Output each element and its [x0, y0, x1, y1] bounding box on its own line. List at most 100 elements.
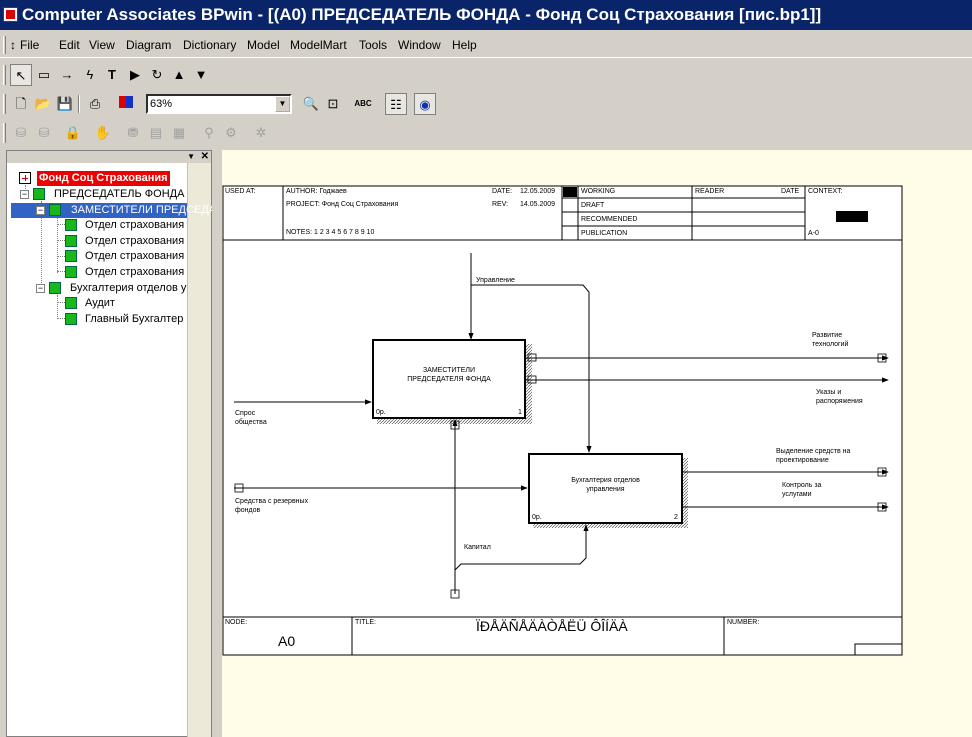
play-tool-icon[interactable]: ▶: [130, 67, 140, 82]
modelmart-icon[interactable]: ◉: [414, 93, 436, 115]
pointer-tool-icon[interactable]: ↖: [10, 64, 32, 86]
chevron-down-icon[interactable]: ▼: [275, 96, 290, 112]
tree-item-insurance-2[interactable]: Отдел страхования: [65, 234, 187, 249]
tree-line: [41, 201, 42, 291]
arrow-label-services-1[interactable]: Контроль за: [782, 482, 822, 489]
close-icon[interactable]: ✕: [200, 151, 209, 162]
tree-line: [57, 224, 65, 225]
tree-item-label: ПРЕДСЕДАТЕЛЬ ФОНДА: [54, 188, 185, 200]
menu-diagram[interactable]: Diagram: [126, 38, 172, 52]
menu-view[interactable]: View: [89, 38, 115, 52]
tree-item-deputies[interactable]: − ЗАМЕСТИТЕЛИ ПРЕДСЕДАТЕЛЯ: [11, 203, 244, 218]
tree-item-label: Аудит: [85, 297, 115, 309]
arrow-label-reserve-2[interactable]: фондов: [235, 507, 261, 514]
arrow-label-decrees-2[interactable]: распоряжения: [816, 398, 863, 405]
text-tool-icon[interactable]: T: [108, 67, 116, 82]
box-tool-icon[interactable]: ▭: [37, 67, 51, 82]
model-root-icon: [19, 172, 31, 184]
squiggle-tool-icon[interactable]: ϟ: [86, 67, 94, 82]
toolbar-grip-2[interactable]: [3, 94, 6, 114]
tree-item-label: ЗАМЕСТИТЕЛИ ПРЕДСЕДАТЕЛЯ: [71, 204, 245, 216]
up-triangle-icon[interactable]: ▲: [172, 67, 186, 82]
menubar-grip[interactable]: [3, 36, 6, 54]
arrow-label-technology-1[interactable]: Развитие: [812, 332, 843, 339]
menu-modelmart[interactable]: ModelMart: [290, 38, 347, 52]
tree-item-chief-accountant[interactable]: Главный Бухгалтер: [65, 312, 187, 327]
bpwin-app-icon[interactable]: [3, 7, 18, 22]
tree-scrollbar[interactable]: [187, 163, 211, 737]
tree-item-audit[interactable]: Аудит: [65, 296, 187, 311]
menu-document-icon[interactable]: ↕: [10, 38, 16, 52]
mm-grid-icon[interactable]: ▦: [172, 125, 186, 140]
arrow-label-funding-1[interactable]: Выделение средств на: [776, 448, 851, 455]
mm-merge-icon[interactable]: ⛃: [127, 125, 139, 140]
arrow-label-control[interactable]: Управление: [476, 277, 515, 284]
zoom-select[interactable]: 63% ▼: [146, 94, 292, 114]
mm-tools-icon[interactable]: ⚙: [225, 125, 237, 140]
tree-item-accounting[interactable]: − Бухгалтерия отделов у: [36, 281, 187, 296]
menu-dictionary[interactable]: Dictionary: [183, 38, 237, 52]
toolbar-grip-3[interactable]: [3, 123, 6, 143]
tree-root[interactable]: Фонд Соц Страхования: [17, 171, 187, 186]
status-recommended: RECOMMENDED: [581, 216, 638, 223]
window-title: Computer Associates BPwin - [(A0) ПРЕДСЕ…: [22, 5, 822, 24]
arrow-label-decrees-1[interactable]: Указы и: [816, 389, 842, 396]
author-text: AUTHOR: Годжаев: [286, 188, 347, 195]
tree-item-insurance-1[interactable]: Отдел страхования: [65, 218, 187, 233]
open-folder-icon[interactable]: 📂: [34, 96, 52, 111]
activity-box-icon: [49, 204, 61, 216]
arrow-label-funding-2[interactable]: проектирование: [776, 457, 829, 464]
zoom-in-icon[interactable]: 🔍: [302, 96, 320, 111]
collapse-icon[interactable]: −: [20, 189, 29, 199]
zoom-fit-icon[interactable]: ⊡: [327, 96, 339, 111]
refresh-tool-icon[interactable]: ↻: [151, 67, 163, 82]
panel-splitter[interactable]: [212, 150, 222, 737]
mm-disconnect-icon[interactable]: ⛁: [38, 125, 50, 140]
new-file-icon[interactable]: 🗋: [15, 96, 27, 111]
save-icon[interactable]: 💾: [56, 96, 74, 111]
menu-help[interactable]: Help: [452, 38, 477, 52]
mm-settings-icon[interactable]: ✲: [255, 125, 267, 140]
menu-model[interactable]: Model: [247, 38, 280, 52]
arrow-label-capital[interactable]: Капитал: [464, 544, 491, 551]
notes-text: NOTES: 1 2 3 4 5 6 7 8 9 10: [286, 229, 375, 236]
mm-connect-icon[interactable]: ⛁: [15, 125, 27, 140]
tree-item-insurance-3[interactable]: Отдел страхования: [65, 249, 187, 264]
down-triangle-icon[interactable]: ▼: [194, 67, 208, 82]
arrow-label-reserve-1[interactable]: Средства с резервных: [235, 498, 309, 505]
diagram-canvas[interactable]: [222, 150, 972, 737]
activity-box-icon: [65, 219, 77, 231]
menu-file[interactable]: File: [20, 38, 40, 52]
panel-pin-icon[interactable]: ▼: [187, 152, 195, 161]
spell-check-icon[interactable]: ABC: [354, 99, 372, 108]
arrow-label-demand-1[interactable]: Спрос: [235, 410, 256, 417]
tree-line: [57, 302, 65, 303]
menu-tools[interactable]: Tools: [359, 38, 388, 52]
lock-icon[interactable]: 🔒: [64, 125, 82, 140]
mm-search-icon[interactable]: ⚲: [204, 125, 214, 140]
tree-item-insurance-4[interactable]: Отдел страхования: [65, 265, 187, 280]
mm-hand-icon[interactable]: ✋: [94, 125, 112, 140]
box-a1-number: 1: [518, 409, 522, 416]
arrow-tool-icon[interactable]: →: [60, 67, 74, 82]
tree-item-chairman[interactable]: − ПРЕДСЕДАТЕЛЬ ФОНДА: [20, 187, 187, 202]
menu-edit[interactable]: Edit: [59, 38, 80, 52]
project-text: PROJECT: Фонд Соц Страхования: [286, 201, 399, 208]
activity-box-icon: [33, 188, 45, 200]
collapse-icon[interactable]: −: [36, 205, 45, 215]
model-explorer-icon[interactable]: ☷: [385, 93, 407, 115]
menu-window[interactable]: Window: [398, 38, 441, 52]
color-palette-icon[interactable]: [115, 93, 137, 115]
arrow-label-demand-2[interactable]: общества: [235, 419, 267, 426]
arrow-label-services-2[interactable]: услугами: [782, 491, 812, 498]
window-title-bar[interactable]: Computer Associates BPwin - [(A0) ПРЕДСЕ…: [0, 0, 972, 30]
print-icon[interactable]: ⎙: [89, 96, 101, 111]
arrow-label-technology-2[interactable]: технологий: [812, 341, 849, 348]
tree-line: [57, 318, 65, 319]
collapse-icon[interactable]: −: [36, 283, 45, 293]
box-a2-title-line1: Бухгалтерия отделов: [571, 477, 640, 484]
standard-toolbar: 🗋 📂 💾 ⎙ 63% ▼ 🔍 ⊡ ABC ☷ ◉: [0, 91, 972, 118]
toolbar-grip[interactable]: [3, 65, 6, 85]
mm-table-icon[interactable]: ▤: [149, 125, 163, 140]
tree-item-label: Главный Бухгалтер: [85, 313, 184, 325]
